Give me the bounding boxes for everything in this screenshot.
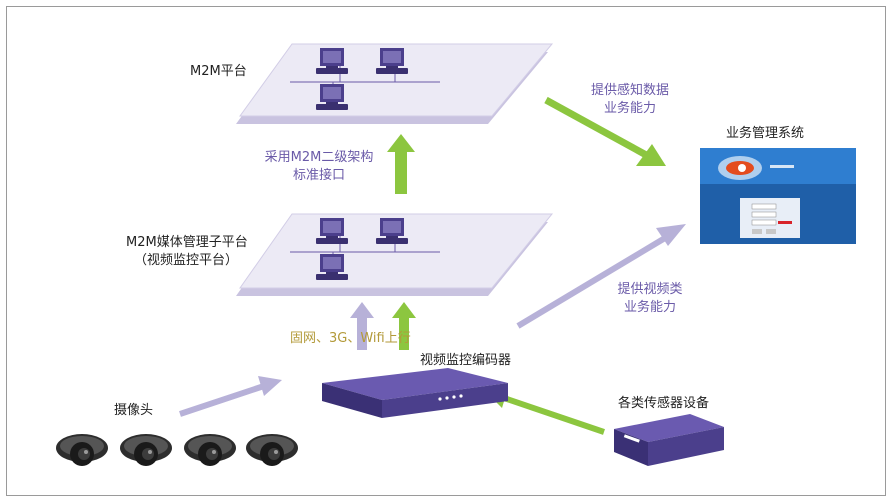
encoder-device-icon <box>322 368 508 418</box>
computer-icon <box>316 48 348 74</box>
media-platform-sublabel: （视频监控平台） <box>134 253 239 268</box>
sensing-data-label: 提供感知数据 <box>590 83 669 98</box>
video-capability-arrow <box>516 224 686 329</box>
sensor-device-icon <box>614 414 724 466</box>
dome-camera-icon <box>184 434 236 466</box>
dome-camera-icon <box>246 434 298 466</box>
diagram-frame <box>6 6 886 496</box>
computer-icon <box>376 218 408 244</box>
computer-icon <box>376 48 408 74</box>
dome-camera-icon <box>120 434 172 466</box>
network-types-label: 固网、3G、Wifi上行 <box>290 331 411 346</box>
media-platform-label: M2M媒体管理子平台 <box>126 235 248 250</box>
standard-interface-arrow <box>387 134 415 194</box>
sensing-data-sublabel: 业务能力 <box>603 101 656 116</box>
standard-interface-label: 采用M2M二级架构 <box>264 150 374 165</box>
camera-label: 摄像头 <box>114 403 154 418</box>
computer-icon <box>316 84 348 110</box>
media-platform-panel <box>236 213 554 296</box>
computer-icon <box>316 218 348 244</box>
business-system-label: 业务管理系统 <box>726 126 805 141</box>
video-capability-sublabel: 业务能力 <box>623 300 676 315</box>
standard-interface-sublabel: 标准接口 <box>292 168 345 183</box>
uplink-arrow-lavender <box>350 302 374 350</box>
video-capability-label: 提供视频类 <box>617 282 683 297</box>
sensors-label: 各类传感器设备 <box>618 396 710 411</box>
m2m-platform-label: M2M平台 <box>190 64 247 79</box>
camera-arrow <box>179 376 282 417</box>
dome-camera-icon <box>56 434 108 466</box>
encoder-label: 视频监控编码器 <box>420 353 512 368</box>
computer-icon <box>316 254 348 280</box>
business-system-screenshot <box>700 148 856 244</box>
m2m-platform-panel <box>236 43 554 124</box>
uplink-arrow-green <box>392 302 416 350</box>
sensing-data-arrow <box>544 96 666 166</box>
